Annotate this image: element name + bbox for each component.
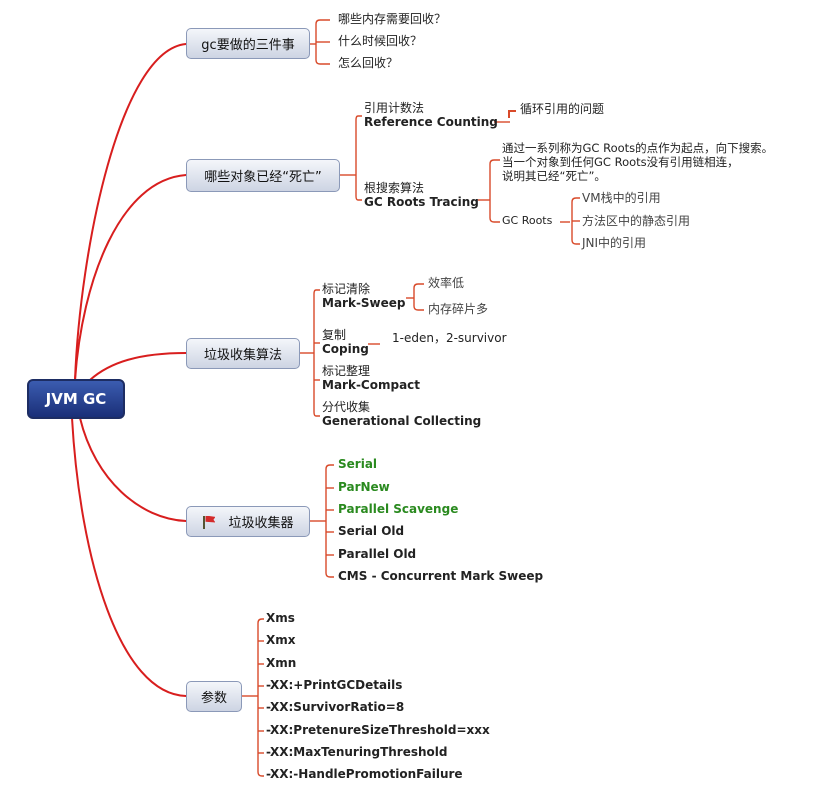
mark-sweep-note-fragment: 内存碎片多: [428, 302, 489, 316]
generational-en: Generational Collecting: [322, 414, 482, 428]
root-node[interactable]: JVM GC: [27, 379, 125, 419]
param-print-gc-details: -XX:+PrintGCDetails: [266, 678, 403, 692]
item-when-collect: 什么时候回收？: [338, 34, 423, 48]
mark-sweep-note-efficiency: 效率低: [428, 276, 465, 290]
param-max-tenuring: -XX:MaxTenuringThreshold: [266, 745, 448, 759]
node-gc-three-things[interactable]: gc要做的三件事: [186, 28, 310, 59]
gc-roots-item-method-area: 方法区中的静态引用: [582, 214, 691, 228]
node-gc-collectors-label: 垃圾收集器: [228, 516, 294, 531]
node-gc-collectors[interactable]: 垃圾收集器: [186, 506, 310, 537]
param-handle-promotion: -XX:-HandlePromotionFailure: [266, 767, 463, 781]
param-survivor-ratio: -XX:SurvivorRatio=8: [266, 700, 405, 714]
node-gc-algorithms[interactable]: 垃圾收集算法: [186, 338, 300, 369]
collector-serial-old: Serial Old: [338, 524, 405, 538]
gc-roots-label: GC Roots: [502, 214, 553, 227]
branch-line-collectors: [79, 417, 187, 522]
note-marker-icon: [508, 110, 516, 118]
coping-cn: 复制: [322, 328, 347, 342]
gc-roots-desc-line-2: 当一个对象到任何GC Roots没有引用链相连，: [502, 155, 739, 169]
collector-serial: Serial: [338, 457, 378, 471]
mark-compact-cn: 标记整理: [322, 364, 371, 378]
collector-parallel-old: Parallel Old: [338, 547, 417, 561]
flag-icon: [202, 515, 216, 529]
mark-compact-en: Mark-Compact: [322, 378, 421, 392]
ref-counting-en: Reference Counting: [364, 115, 498, 129]
generational-cn: 分代收集: [322, 400, 371, 414]
ref-counting-cn: 引用计数法: [364, 101, 425, 115]
collector-parallel-scavenge: Parallel Scavenge: [338, 502, 459, 516]
gc-roots-desc-line-3: 说明其已经“死亡”。: [502, 169, 606, 183]
item-which-memory: 哪些内存需要回收？: [338, 12, 447, 26]
gc-roots-tracing-cn: 根搜索算法: [364, 181, 425, 195]
collector-parnew: ParNew: [338, 480, 390, 494]
coping-en: Coping: [322, 342, 369, 356]
branch-line-dead-objects: [74, 174, 187, 381]
node-params[interactable]: 参数: [186, 681, 242, 712]
gc-roots-item-jni: JNI中的引用: [582, 236, 647, 250]
mark-sweep-cn: 标记清除: [322, 282, 371, 296]
gc-roots-tracing-en: GC Roots Tracing: [364, 195, 479, 209]
param-pretenure-size: -XX:PretenureSizeThreshold=xxx: [266, 723, 490, 737]
param-xmn: Xmn: [266, 656, 297, 670]
gc-roots-item-vm-stack: VM栈中的引用: [582, 191, 661, 205]
branch-line-algorithms: [89, 352, 187, 381]
param-xmx: Xmx: [266, 633, 296, 647]
ref-counting-note: 循环引用的问题: [520, 102, 605, 116]
collector-cms: CMS - Concurrent Mark Sweep: [338, 569, 544, 583]
node-dead-objects[interactable]: 哪些对象已经“死亡”: [186, 159, 340, 192]
branch-line-three-things: [74, 43, 187, 381]
coping-note: 1-eden，2-survivor: [392, 331, 507, 345]
gc-roots-desc-line-1: 通过一系列称为GC Roots的点作为起点，向下搜索。: [502, 141, 774, 155]
mark-sweep-en: Mark-Sweep: [322, 296, 406, 310]
branch-line-params: [71, 417, 187, 697]
param-xms: Xms: [266, 611, 295, 625]
item-how-collect: 怎么回收？: [338, 56, 399, 70]
